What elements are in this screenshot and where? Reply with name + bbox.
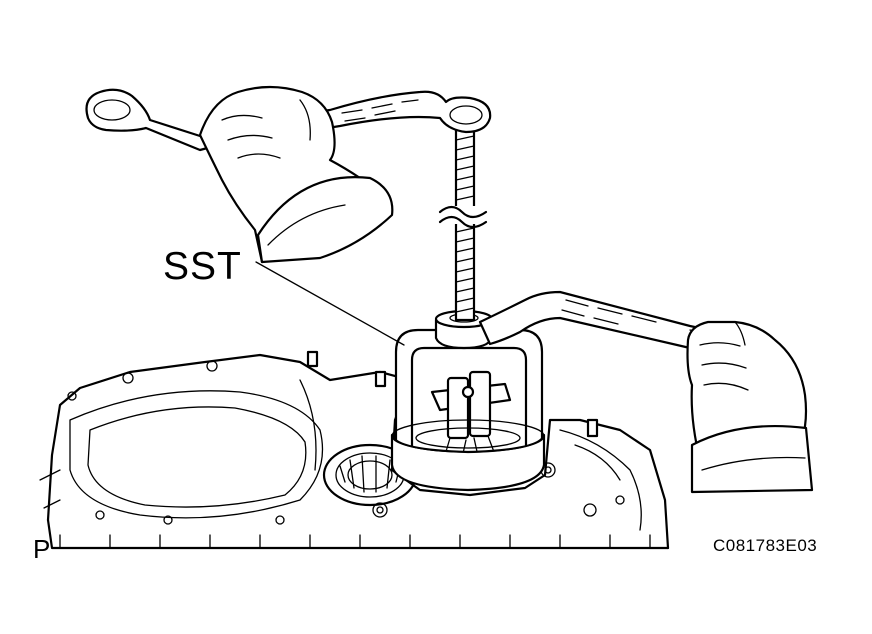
figure-code-label: C081783E03	[713, 536, 818, 555]
view-marker-label: P	[33, 534, 51, 564]
sst-callout-label: SST	[163, 245, 242, 288]
sst-leader-line	[255, 261, 405, 346]
sst-puller	[390, 309, 546, 492]
lower-hand	[686, 320, 814, 494]
transaxle-case	[39, 350, 670, 550]
upper-hand	[198, 85, 394, 264]
threaded-bolt	[438, 106, 488, 322]
puller-claw	[430, 370, 512, 459]
